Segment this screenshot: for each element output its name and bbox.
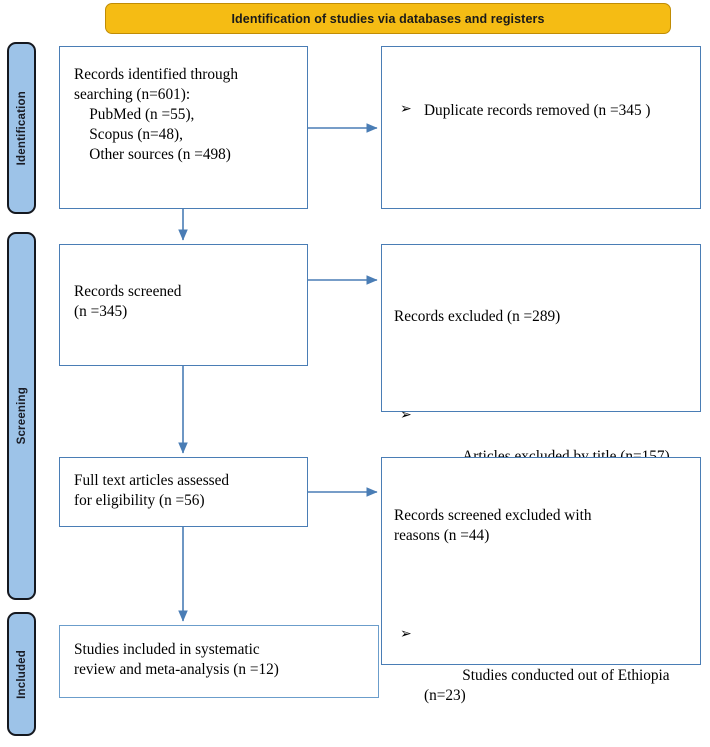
box-studies-included-text: Studies included in systematic review an… bbox=[74, 641, 279, 679]
stage-label-screening-text: Screening bbox=[15, 387, 28, 445]
list-item: ➢ Studies conducted out of Ethiopia (n=2… bbox=[394, 626, 696, 725]
box-excluded-with-reasons-content: Records screened excluded with reasons (… bbox=[394, 466, 696, 747]
box-records-screened: Records screened (n =345) bbox=[59, 244, 308, 366]
arrow-bullet-icon: ➢ bbox=[400, 408, 412, 424]
box-studies-included: Studies included in systematic review an… bbox=[59, 625, 379, 698]
exclusion-reason-list: ➢ Studies conducted out of Ethiopia (n=2… bbox=[394, 586, 696, 747]
connector-layer bbox=[59, 46, 710, 706]
connector-arrows bbox=[178, 123, 378, 622]
diagram-banner: Identification of studies via databases … bbox=[105, 3, 671, 34]
list-item-text: Duplicate records removed (n =345 ) bbox=[424, 102, 651, 119]
box-records-identified-text: Records identified through searching (n=… bbox=[74, 66, 238, 164]
list-item-text: Studies conducted out of Ethiopia (n=23) bbox=[424, 667, 674, 704]
stage-label-identification-text: Identification bbox=[15, 90, 28, 166]
stage-label-included-text: Included bbox=[15, 649, 28, 699]
stage-label-identification: Identification bbox=[7, 42, 36, 214]
box-records-excluded-lead: Records excluded (n =289) bbox=[394, 308, 561, 326]
arrow-bullet-icon: ➢ bbox=[400, 102, 412, 117]
box-records-screened-text: Records screened (n =345) bbox=[74, 283, 182, 321]
box-records-identified: Records identified through searching (n=… bbox=[59, 46, 308, 209]
box-duplicates-removed: ➢ Duplicate records removed (n =345 ) bbox=[381, 46, 701, 209]
duplicates-list: ➢ Duplicate records removed (n =345 ) bbox=[394, 101, 690, 121]
box-excluded-with-reasons: Records screened excluded with reasons (… bbox=[381, 457, 701, 704]
box-fulltext-assessed-text: Full text articles assessed for eligibil… bbox=[74, 472, 230, 510]
box-excluded-with-reasons-lead: Records screened excluded with reasons (… bbox=[394, 507, 592, 545]
banner-title: Identification of studies via databases … bbox=[231, 11, 545, 26]
box-fulltext-assessed: Full text articles assessed for eligibil… bbox=[59, 457, 308, 527]
arrow-bullet-icon: ➢ bbox=[400, 627, 412, 643]
stage-label-included: Included bbox=[7, 612, 36, 736]
list-item: ➢ Duplicate records removed (n =345 ) bbox=[394, 101, 690, 121]
box-records-excluded: Records excluded (n =289) ➢ Articles exc… bbox=[381, 244, 701, 585]
stage-label-screening: Screening bbox=[7, 232, 36, 600]
